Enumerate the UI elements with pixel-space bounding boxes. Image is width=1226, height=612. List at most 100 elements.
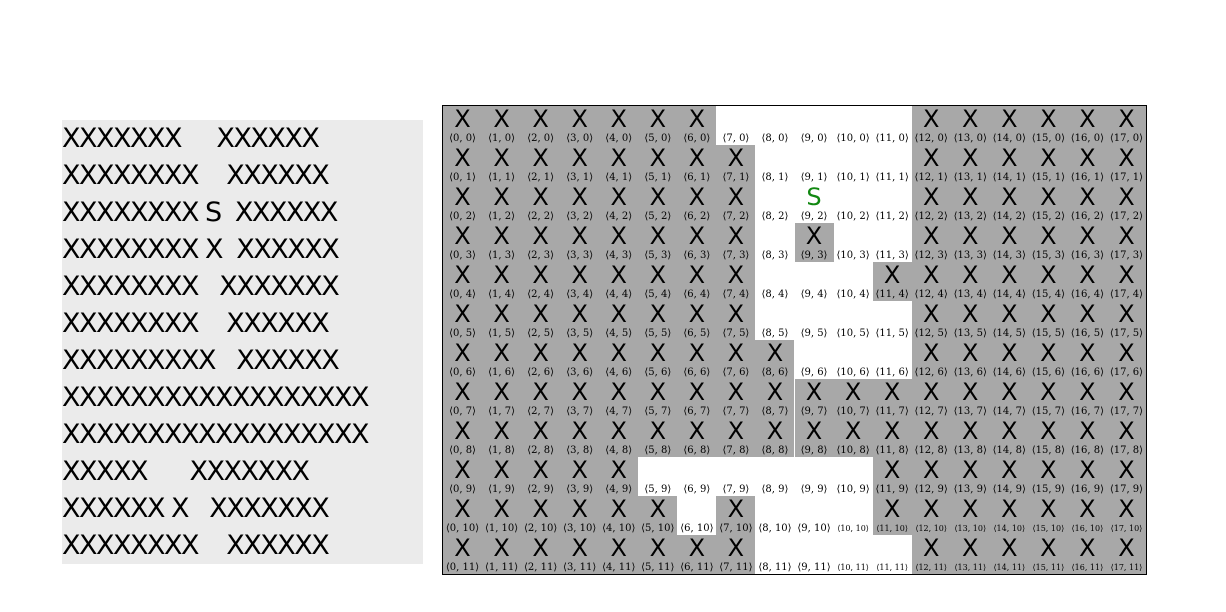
open-cell: ⟨10, 2⟩	[833, 184, 873, 223]
wall-cell: X⟨1, 2⟩	[482, 184, 522, 223]
wall-cell: X⟨3, 0⟩	[560, 106, 600, 145]
wall-marker: X	[1001, 300, 1018, 328]
wall-marker: X	[766, 417, 784, 445]
ascii-map-row: XXXXXXXXXXXXXXXXXX	[62, 382, 369, 413]
wall-marker: X	[649, 378, 667, 406]
wall-marker: X	[805, 417, 823, 445]
wall-marker: X	[454, 378, 471, 406]
cell-coordinate-label: ⟨12, 8⟩	[914, 445, 948, 456]
cell-coordinate-label: ⟨13, 11⟩	[954, 563, 987, 572]
cell-coordinate-label: ⟨12, 3⟩	[914, 250, 948, 261]
wall-marker: X	[727, 339, 745, 367]
cell-coordinate-label: ⟨6, 2⟩	[683, 211, 711, 222]
wall-marker: X	[844, 417, 862, 445]
cell-coordinate-label: ⟨15, 7⟩	[1031, 406, 1065, 417]
wall-cell: X⟨5, 6⟩	[638, 339, 678, 379]
wall-marker: X	[493, 417, 510, 445]
wall-marker: X	[1001, 222, 1018, 250]
wall-cell: X⟨12, 8⟩	[911, 418, 951, 457]
wall-cell: X⟨16, 9⟩	[1067, 457, 1107, 496]
cell-coordinate-label: ⟨16, 7⟩	[1070, 406, 1105, 417]
wall-cell: X⟨16, 6⟩	[1067, 340, 1107, 379]
wall-cell: X⟨1, 7⟩	[482, 379, 522, 418]
cell-coordinate-label: ⟨9, 7⟩	[800, 406, 828, 417]
cell-coordinate-label: ⟨7, 3⟩	[722, 250, 750, 261]
open-cell: ⟨11, 0⟩	[872, 106, 912, 145]
wall-marker: X	[610, 144, 627, 172]
wall-cell: X⟨13, 0⟩	[950, 106, 990, 145]
open-cell: ⟨11, 11⟩	[872, 535, 912, 574]
wall-cell: X⟨17, 0⟩	[1106, 106, 1146, 145]
cell-coordinate-label: ⟨14, 4⟩	[992, 289, 1026, 300]
wall-marker: X	[454, 456, 471, 484]
wall-marker: X	[922, 378, 940, 406]
wall-cell: X⟨2, 6⟩	[521, 340, 561, 379]
wall-marker: X	[688, 183, 706, 211]
cell-coordinate-label: ⟨2, 5⟩	[527, 328, 555, 339]
cell-coordinate-label: ⟨8, 4⟩	[761, 289, 789, 300]
wall-cell: X⟨15, 5⟩	[1028, 301, 1068, 340]
cell-coordinate-label: ⟨1, 8⟩	[488, 445, 516, 456]
wall-marker: X	[1118, 183, 1135, 211]
open-cell: ⟨10, 3⟩	[833, 223, 873, 262]
wall-marker: X	[1001, 495, 1018, 523]
wall-cell: X⟨4, 8⟩	[599, 418, 639, 457]
wall-marker: X	[571, 222, 588, 250]
wall-cell: X⟨12, 6⟩	[911, 339, 951, 379]
wall-cell: X⟨3, 11⟩	[560, 535, 600, 574]
cell-coordinate-label: ⟨10, 2⟩	[836, 211, 870, 222]
wall-cell: X⟨16, 11⟩	[1067, 535, 1107, 574]
cell-coordinate-label: ⟨5, 5⟩	[644, 328, 672, 339]
wall-cell: X⟨5, 10⟩	[638, 496, 678, 535]
wall-marker: X	[1040, 378, 1057, 406]
open-cell: ⟨8, 9⟩	[755, 457, 795, 496]
wall-cell: X⟨3, 8⟩	[560, 418, 600, 457]
wall-cell: X⟨6, 8⟩	[677, 418, 717, 457]
cell-coordinate-label: ⟨14, 9⟩	[992, 484, 1026, 495]
cell-coordinate-label: ⟨5, 1⟩	[644, 172, 672, 183]
ascii-map-row: XXXXXXXX S XXXXXX	[62, 197, 338, 228]
wall-cell: X⟨7, 2⟩	[716, 184, 756, 223]
wall-cell: X⟨1, 1⟩	[482, 145, 522, 184]
cell-coordinate-label: ⟨13, 10⟩	[954, 524, 987, 533]
cell-coordinate-label: ⟨12, 7⟩	[914, 406, 948, 417]
wall-marker: X	[688, 339, 706, 367]
cell-coordinate-label: ⟨1, 3⟩	[488, 250, 516, 261]
open-cell: ⟨10, 5⟩	[833, 301, 873, 340]
wall-marker: X	[454, 105, 471, 133]
cell-coordinate-label: ⟨7, 2⟩	[722, 211, 750, 222]
cell-coordinate-label: ⟨13, 8⟩	[953, 445, 987, 456]
cell-coordinate-label: ⟨15, 10⟩	[1032, 524, 1065, 533]
wall-marker: X	[454, 495, 471, 523]
cell-coordinate-label: ⟨11, 11⟩	[876, 563, 908, 572]
wall-cell: X⟨3, 10⟩	[560, 496, 600, 535]
wall-cell: X⟨5, 3⟩	[638, 223, 678, 262]
cell-coordinate-label: ⟨6, 10⟩	[680, 523, 714, 534]
cell-coordinate-label: ⟨15, 3⟩	[1031, 250, 1065, 261]
wall-marker: X	[1079, 378, 1096, 406]
cell-coordinate-label: ⟨6, 6⟩	[683, 367, 711, 378]
wall-cell: X⟨16, 4⟩	[1067, 262, 1107, 301]
wall-cell: X⟨0, 4⟩	[443, 262, 483, 301]
wall-marker: X	[922, 339, 940, 367]
wall-cell: X⟨2, 9⟩	[521, 457, 561, 496]
wall-cell: X⟨16, 7⟩	[1067, 378, 1107, 418]
wall-cell: X⟨4, 10⟩	[599, 496, 639, 535]
wall-marker: X	[805, 378, 823, 406]
wall-cell: X⟨13, 4⟩	[950, 262, 990, 301]
wall-marker: X	[688, 378, 706, 406]
wall-marker: X	[1079, 105, 1096, 133]
cell-coordinate-label: ⟨16, 4⟩	[1070, 289, 1105, 300]
open-cell: ⟨9, 11⟩	[794, 535, 834, 574]
cell-coordinate-label: ⟨15, 2⟩	[1031, 211, 1065, 222]
wall-cell: X⟨16, 0⟩	[1067, 105, 1107, 145]
cell-coordinate-label: ⟨10, 9⟩	[836, 484, 870, 495]
wall-marker: X	[649, 300, 667, 328]
wall-marker: X	[649, 339, 667, 367]
cell-coordinate-label: ⟨17, 6⟩	[1109, 367, 1144, 378]
cell-coordinate-label: ⟨7, 6⟩	[722, 367, 750, 378]
wall-cell: X⟨13, 7⟩	[950, 379, 990, 418]
cell-coordinate-label: ⟨9, 11⟩	[797, 562, 831, 573]
open-cell: ⟨11, 1⟩	[872, 145, 912, 184]
wall-marker: X	[922, 183, 940, 211]
